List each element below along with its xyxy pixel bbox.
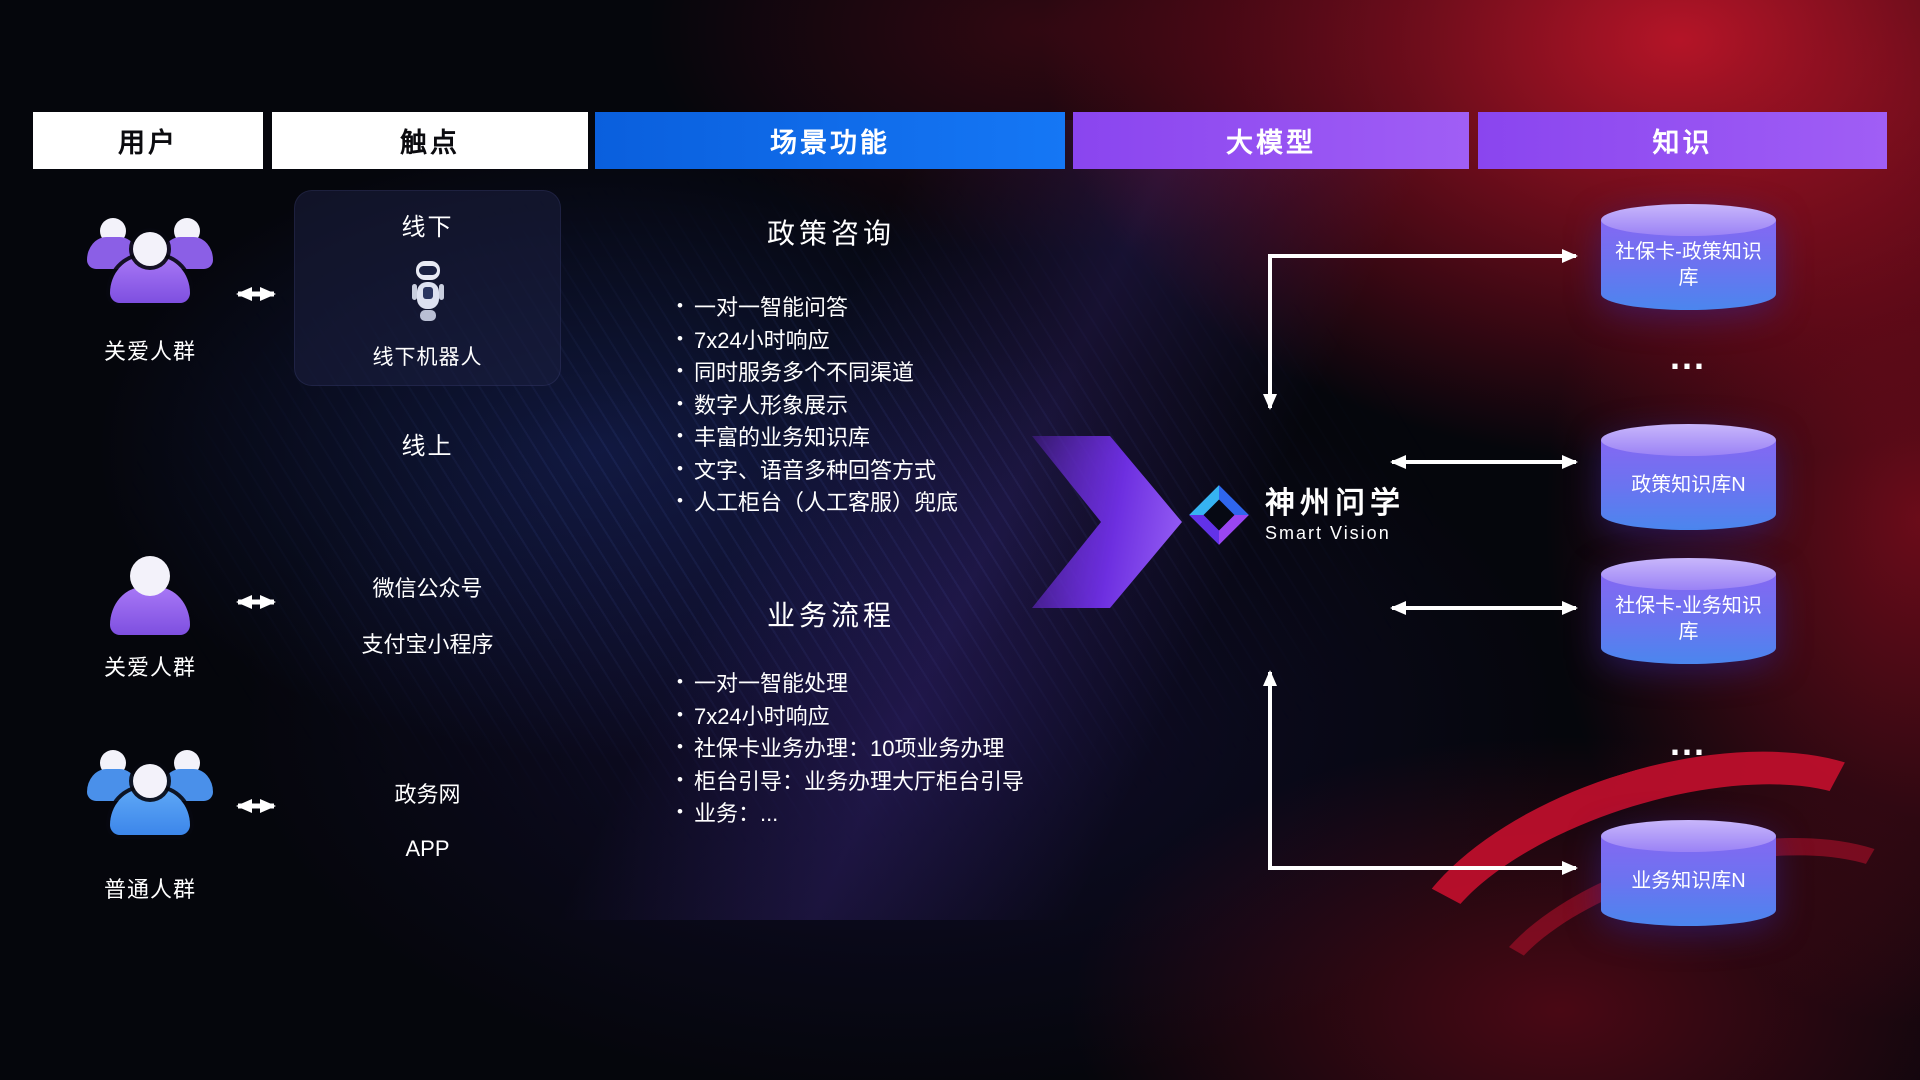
scene-title-business: 业务流程: [766, 600, 895, 631]
bullet-text: 同时服务多个不同渠道: [693, 360, 914, 386]
person-back-left: [87, 218, 139, 269]
bullet-item: 7x24小时响应: [677, 699, 1024, 732]
bullet-text: 丰富的业务知识库: [693, 425, 870, 451]
bullet-item: 人工柜台（人工客服）兜底: [677, 485, 958, 518]
bullet-item: 社保卡业务办理：10项业务办理: [677, 731, 1024, 764]
bullet-text: 业务：...: [693, 801, 779, 827]
person-back-left: [87, 750, 139, 801]
column-header-model: 大模型: [1073, 112, 1469, 169]
diamond-logo-icon: [1189, 485, 1249, 545]
bullet-text: 人工柜台（人工客服）兜底: [693, 490, 958, 516]
offline-touchpoint-card: 线下 线下机器人: [294, 190, 561, 386]
offline-robot-label: 线下机器人: [372, 346, 483, 369]
user-group-icon-care-1: [83, 218, 217, 318]
kb-cylinder-social-policy: 社保卡-政策知识库: [1601, 204, 1776, 310]
offline-title: 线下: [401, 214, 454, 241]
column-header-knowledge: 知识: [1478, 112, 1887, 169]
bullet-text: 一对一智能问答: [693, 295, 848, 321]
bullet-item: 柜台引导：业务办理大厅柜台引导: [677, 764, 1024, 797]
channel-gov: 政务网: [394, 782, 461, 807]
bullet-text: 文字、语音多种回答方式: [693, 457, 936, 483]
kb-label: 社保卡-政策知识库: [1615, 241, 1762, 289]
bullet-item: 一对一智能处理: [677, 666, 1024, 699]
logo-name: 神州问学: [1265, 486, 1405, 520]
bullet-text: 7x24小时响应: [693, 703, 830, 729]
user-label-ordinary: 普通人群: [103, 877, 196, 902]
channel-wechat: 微信公众号: [372, 576, 483, 601]
kb-label: 社保卡-业务知识库: [1615, 595, 1762, 643]
smart-vision-logo: 神州问学 Smart Vision: [1186, 482, 1405, 548]
kb-cylinder-social-business: 社保卡-业务知识库: [1601, 558, 1776, 664]
column-header-touchpoints: 触点: [272, 112, 588, 169]
bullet-text: 7x24小时响应: [693, 327, 830, 353]
bullet-item: 一对一智能问答: [677, 290, 958, 323]
kb-label: 政策知识库N: [1631, 474, 1746, 496]
ellipsis-top: ...: [1669, 336, 1706, 377]
kb-label: 业务知识库N: [1631, 870, 1746, 892]
channel-app: APP: [405, 836, 450, 861]
policy-bullet-list: 一对一智能问答 7x24小时响应 同时服务多个不同渠道 数字人形象展示 丰富的业…: [677, 290, 958, 518]
robot-icon: [411, 260, 444, 321]
bullet-item: 同时服务多个不同渠道: [677, 355, 958, 388]
bullet-item: 数字人形象展示: [677, 388, 958, 421]
bullet-text: 一对一智能处理: [693, 671, 848, 697]
bullet-item: 7x24小时响应: [677, 323, 958, 356]
person-front: [110, 764, 190, 835]
column-header-users: 用户: [33, 112, 263, 169]
logo-text: 神州问学 Smart Vision: [1265, 487, 1405, 544]
scene-title-policy: 政策咨询: [766, 218, 895, 249]
bullet-text: 数字人形象展示: [693, 392, 848, 418]
user-label-care-1: 关爱人群: [103, 339, 196, 364]
bullet-item: 丰富的业务知识库: [677, 420, 958, 453]
person-front: [110, 232, 190, 303]
channel-alipay: 支付宝小程序: [361, 632, 494, 657]
bullet-item: 业务：...: [677, 796, 1024, 829]
bullet-item: 文字、语音多种回答方式: [677, 453, 958, 486]
business-bullet-list: 一对一智能处理 7x24小时响应 社保卡业务办理：10项业务办理 柜台引导：业务…: [677, 666, 1024, 829]
user-group-icon-ordinary: [83, 750, 217, 850]
column-header-scenes: 场景功能: [595, 112, 1065, 169]
bullet-text: 柜台引导：业务办理大厅柜台引导: [693, 768, 1024, 794]
kb-cylinder-business-n: 业务知识库N: [1601, 820, 1776, 926]
user-person-icon-care-2: [102, 556, 198, 648]
user-label-care-2: 关爱人群: [103, 655, 196, 680]
online-title: 线上: [401, 433, 454, 460]
person-back-right: [161, 750, 213, 801]
logo-subtitle: Smart Vision: [1265, 522, 1391, 543]
ellipsis-bottom: ...: [1669, 722, 1706, 763]
bullet-text: 社保卡业务办理：10项业务办理: [693, 736, 1005, 762]
kb-cylinder-policy-n: 政策知识库N: [1601, 424, 1776, 530]
